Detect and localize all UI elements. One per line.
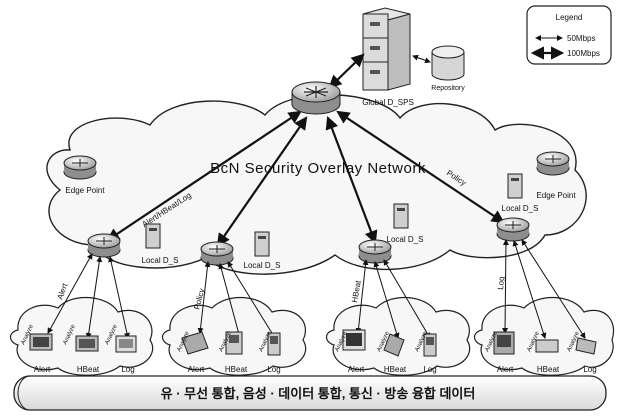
global-router-icon [291,81,341,115]
group-4-devices [493,331,597,355]
legend-item-50: 50Mbps [567,34,595,43]
device-label-3-1: Alert [348,365,365,374]
device-label-3-2: HBeat [384,365,407,374]
device-label-1-2: HBeat [77,365,100,374]
device-label-3-3: Log [423,365,436,374]
local-ds-server-2-icon [254,231,270,257]
legend-item-100: 100Mbps [567,49,600,58]
repository-icon [431,45,465,81]
local-router-1-icon [87,233,121,258]
group-2-devices [181,331,281,356]
global-server-icon [362,7,411,91]
group-3-devices [342,329,437,357]
overlay-network-title: BcN Security Overlay Network [210,160,426,177]
legend: Legend 50Mbps 100Mbps [526,5,612,65]
group-3-uplink-label: HBeat [350,279,363,303]
local-router-2-icon [200,241,234,266]
edge-router-left-icon [63,155,97,180]
repository-label: Repository [431,85,465,92]
local-ds-3-label: Local D_S [387,235,424,244]
device-label-2-2: HBeat [225,365,248,374]
device-label-2-3: Log [267,365,280,374]
device-label-1-3: Log [121,365,134,374]
group-4-uplink-label: Log [496,276,506,290]
device-label-4-1: Alert [497,365,514,374]
edge-point-left-label: Edge Point [65,186,105,195]
device-label-1-1: Alert [34,365,51,374]
local-router-4-icon [496,217,530,242]
global-dsps-label: Global D_SPS [362,98,414,107]
device-label-2-1: Alert [188,365,205,374]
data-pipe-bar [13,375,607,411]
group-1-devices [29,333,137,353]
device-label-4-2: HBeat [537,365,560,374]
local-ds-4-label: Local D_S [502,204,539,213]
legend-title: Legend [556,13,583,22]
local-ds-server-3-icon [393,203,409,229]
local-ds-2-label: Local D_S [244,261,281,270]
local-ds-1-label: Local D_S [142,256,179,265]
device-label-4-3: Log [583,365,596,374]
local-ds-server-4-icon [507,173,523,199]
bottom-bar-text: 유 · 무선 통합, 음성 · 데이터 통합, 통신 · 방송 융합 데이터 [161,386,476,401]
edge-router-right-icon [536,151,570,176]
overlay-cloud [46,93,587,275]
edge-point-right-label: Edge Point [536,191,576,200]
device-labels: Alert HBeat Log Alert HBeat Log Alert HB… [34,365,597,374]
local-ds-server-1-icon [145,223,161,249]
